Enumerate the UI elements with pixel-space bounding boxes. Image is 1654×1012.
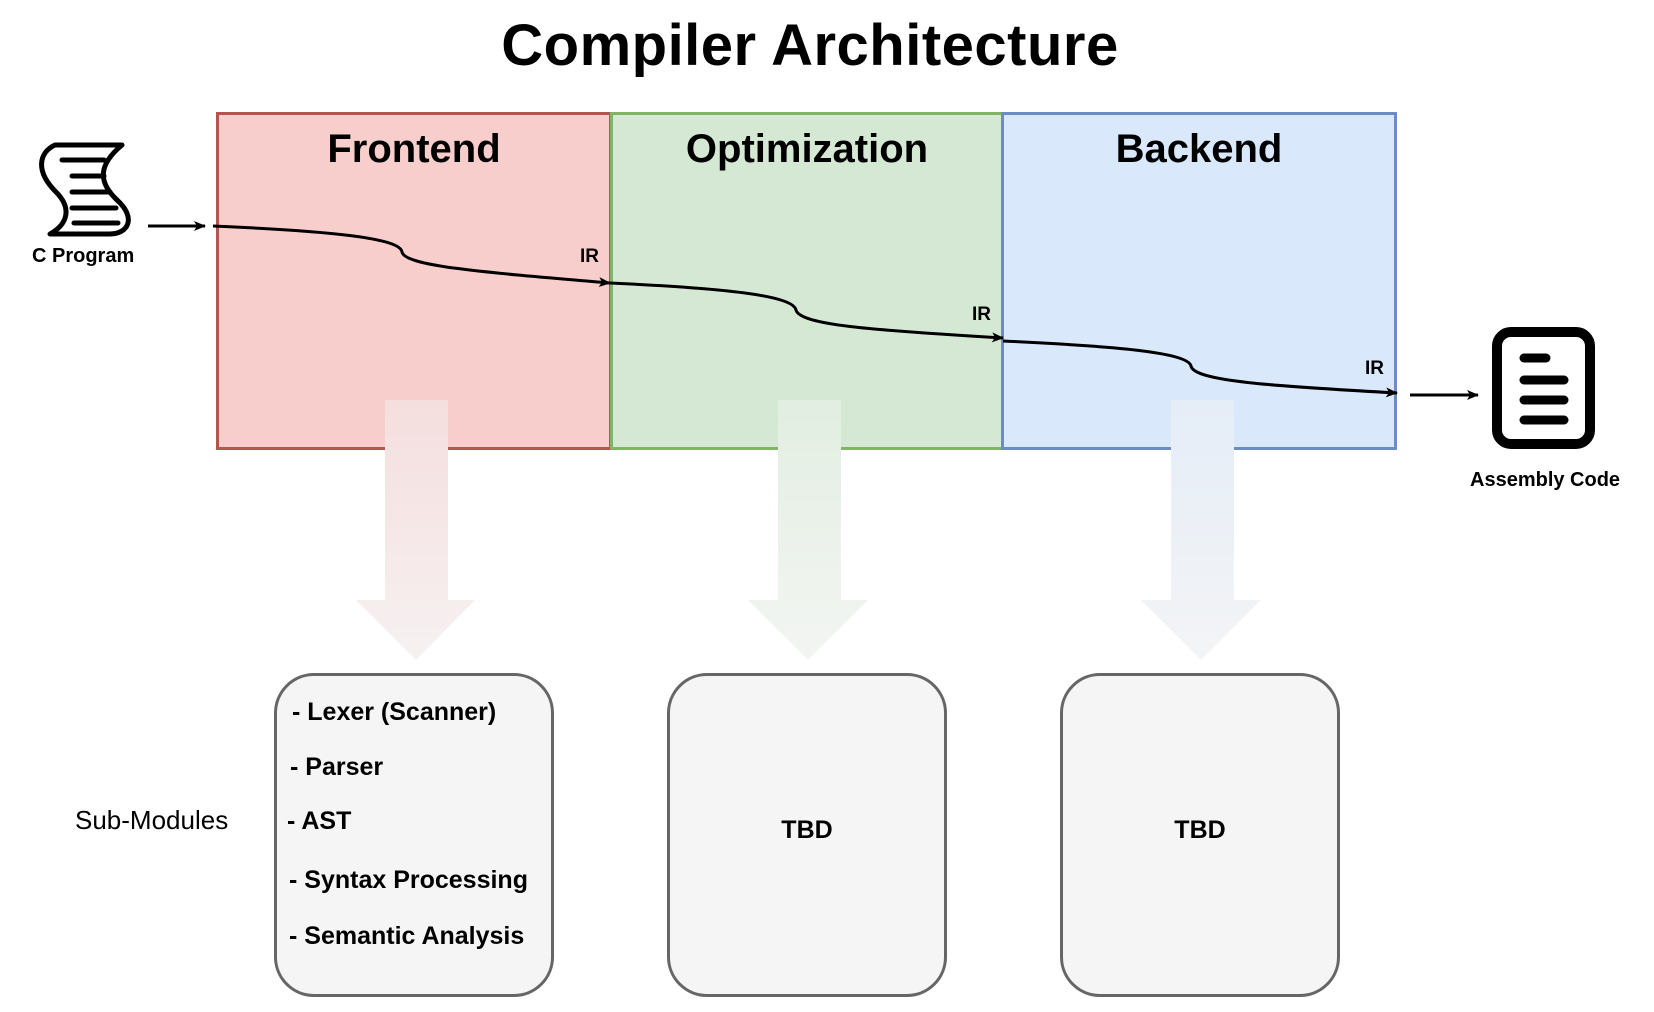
backend-submodules-text: TBD bbox=[1174, 816, 1226, 844]
optimization-submodules-box[interactable]: TBD bbox=[667, 673, 947, 997]
stage-frontend[interactable]: Frontend bbox=[216, 112, 612, 450]
optimization-down-arrow bbox=[748, 400, 868, 660]
script-icon bbox=[39, 142, 131, 237]
backend-down-arrow bbox=[1141, 400, 1261, 660]
ir-label-backend: IR bbox=[1365, 358, 1384, 379]
flow-curve-frontend bbox=[212, 224, 611, 288]
submodule-item: - Syntax Processing bbox=[289, 866, 528, 894]
optimization-submodules-text: TBD bbox=[781, 816, 833, 844]
frontend-down-arrow bbox=[356, 400, 475, 660]
submodules-label: Sub-Modules bbox=[75, 805, 229, 835]
ir-label-optimization: IR bbox=[972, 304, 991, 325]
submodule-item: - Lexer (Scanner) bbox=[292, 698, 497, 726]
submodule-item: - AST bbox=[287, 807, 352, 835]
stage-frontend-title: Frontend bbox=[327, 127, 501, 171]
stage-optimization-title: Optimization bbox=[685, 127, 929, 171]
flow-curve-backend bbox=[1002, 339, 1398, 398]
document-icon bbox=[1492, 327, 1595, 449]
ir-label-frontend: IR bbox=[580, 246, 599, 267]
submodule-item: - Semantic Analysis bbox=[289, 922, 525, 950]
submodule-item: - Parser bbox=[290, 753, 384, 781]
input-label: C Program bbox=[32, 245, 135, 267]
output-label: Assembly Code bbox=[1470, 469, 1621, 491]
backend-submodules-box[interactable]: TBD bbox=[1060, 673, 1340, 997]
diagram-title: Compiler Architecture bbox=[501, 13, 1119, 78]
stage-backend[interactable]: Backend bbox=[1001, 112, 1397, 450]
stage-backend-title: Backend bbox=[1115, 127, 1283, 171]
flow-curve-optimization bbox=[609, 281, 1004, 343]
frontend-submodules-box[interactable]: - Lexer (Scanner) - Parser - AST - Synta… bbox=[274, 673, 554, 997]
